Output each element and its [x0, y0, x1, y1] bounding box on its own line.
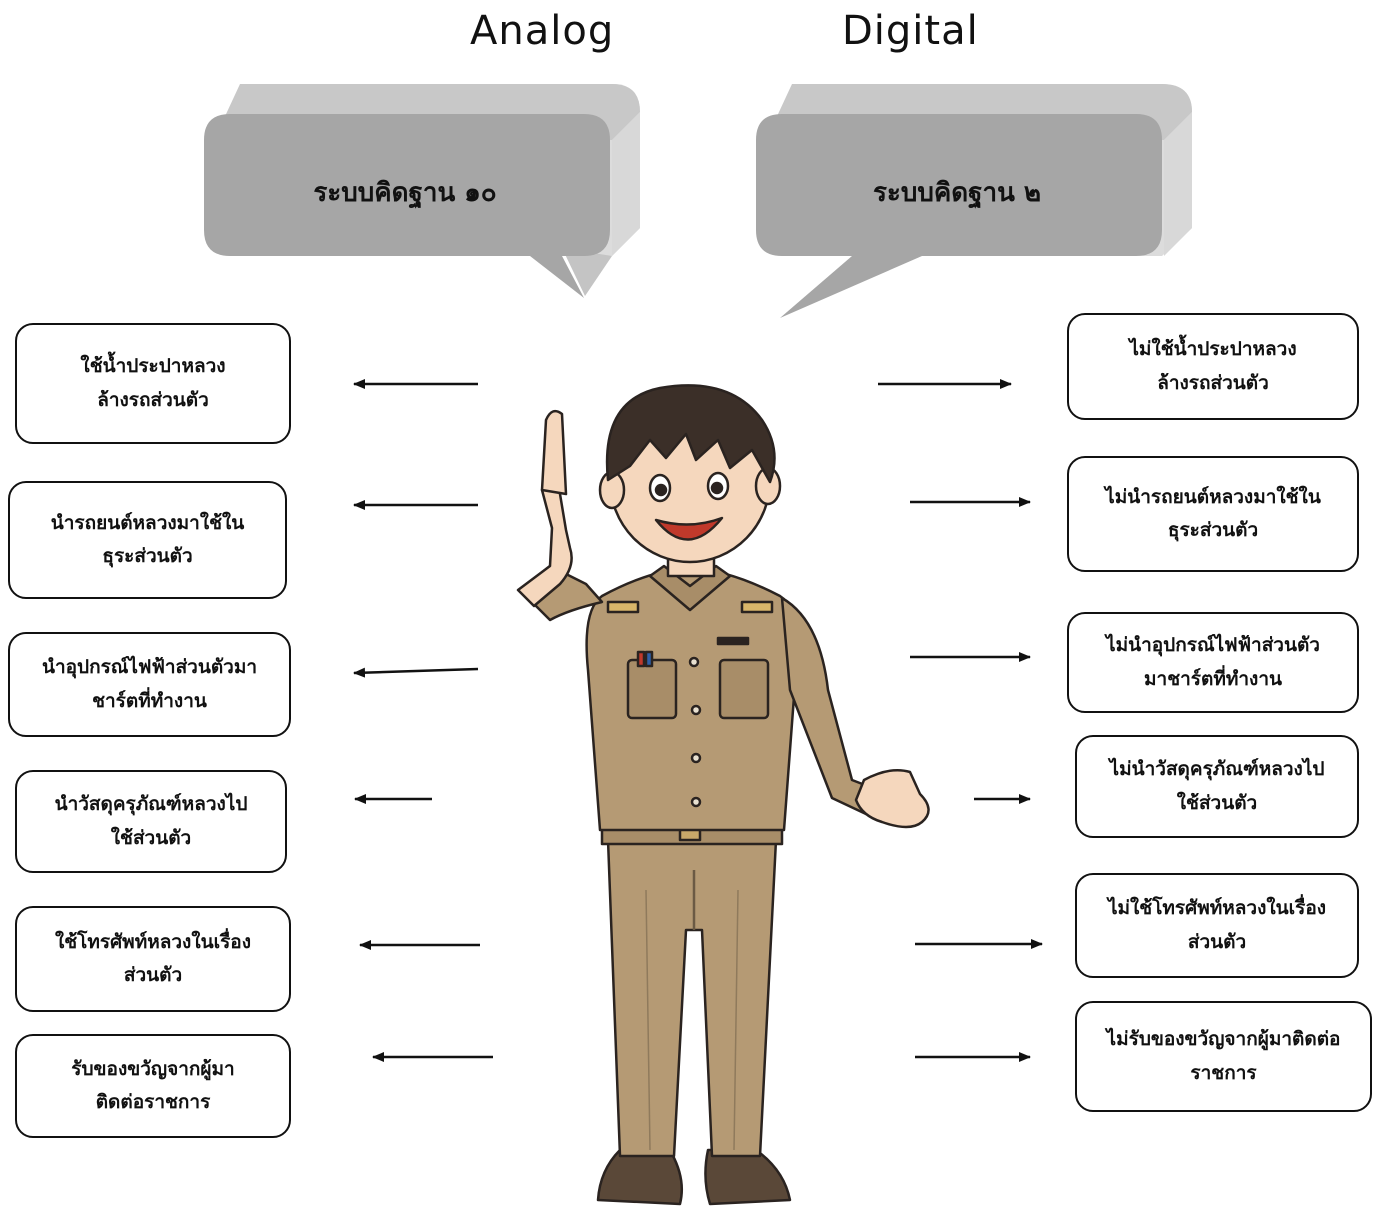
digital-item-line1: ไม่ใช้โทรศัพท์หลวงในเรื่อง [1107, 897, 1327, 920]
digital-item-line2: ล้างรถส่วนตัว [1157, 371, 1269, 394]
digital-item-box: ไม่ใช้น้ำประปาหลวง ล้างรถส่วนตัว [1067, 313, 1359, 420]
analog-heading: Analog [470, 8, 615, 54]
digital-item-line1: ไม่ใช้น้ำประปาหลวง [1129, 338, 1297, 361]
digital-item-line1: ไม่นำวัสดุครุภัณฑ์หลวงไป [1109, 758, 1325, 781]
digital-item-line1: ไม่นำรถยนต์หลวงมาใช้ใน [1105, 485, 1321, 508]
analog-bubble-label: ระบบคิดฐาน ๑๐ [313, 178, 497, 208]
analog-item-line2: ส่วนตัว [123, 964, 183, 986]
digital-item-line2: ส่วนตัว [1187, 930, 1247, 953]
digital-item-line2: มาชาร์ตที่ทำงาน [1144, 667, 1282, 690]
analog-item-line1: ใช้โทรศัพท์หลวงในเรื่อง [55, 930, 251, 953]
analog-item-line2: ติดต่อราชการ [95, 1091, 211, 1113]
digital-item-line1: ไม่รับของขวัญจากผู้มาติดต่อ [1106, 1028, 1341, 1051]
analog-item-line1: ใช้น้ำประปาหลวง [80, 355, 226, 378]
analog-item-line2: ใช้ส่วนตัว [110, 826, 192, 849]
digital-item-line2: ใช้ส่วนตัว [1176, 791, 1258, 814]
analog-item-box: นำรถยนต์หลวงมาใช้ใน ธุระส่วนตัว [8, 481, 287, 599]
analog-item-line1: นำวัสดุครุภัณฑ์หลวงไป [54, 793, 248, 816]
digital-item-box: ไม่นำอุปกรณ์ไฟฟ้าส่วนตัว มาชาร์ตที่ทำงาน [1067, 612, 1359, 713]
analog-item-line1: นำอุปกรณ์ไฟฟ้าส่วนตัวมา [41, 656, 258, 679]
digital-item-line1: ไม่นำอุปกรณ์ไฟฟ้าส่วนตัว [1106, 634, 1320, 657]
analog-speech-bubble: ระบบคิดฐาน ๑๐ [200, 78, 650, 308]
digital-item-line2: ธุระส่วนตัว [1167, 519, 1259, 541]
analog-item-box: ใช้โทรศัพท์หลวงในเรื่อง ส่วนตัว [15, 906, 291, 1012]
analog-item-line2: ล้างรถส่วนตัว [97, 388, 209, 411]
digital-item-line2: ราชการ [1190, 1061, 1257, 1084]
analog-item-line2: ธุระส่วนตัว [102, 545, 193, 567]
left-arrow [353, 667, 479, 678]
digital-bubble-label: ระบบคิดฐาน ๒ [872, 178, 1042, 208]
analog-item-box: รับของขวัญจากผู้มา ติดต่อราชการ [15, 1034, 291, 1138]
analog-item-line2: ชาร์ตที่ทำงาน [92, 689, 207, 712]
analog-item-line1: นำรถยนต์หลวงมาใช้ใน [50, 511, 245, 534]
digital-speech-bubble: ระบบคิดฐาน ๒ [752, 78, 1202, 328]
digital-heading: Digital [842, 8, 979, 54]
analog-item-line1: รับของขวัญจากผู้มา [71, 1057, 235, 1080]
digital-item-box: ไม่รับของขวัญจากผู้มาติดต่อ ราชการ [1075, 1001, 1372, 1112]
digital-item-box: ไม่นำวัสดุครุภัณฑ์หลวงไป ใช้ส่วนตัว [1075, 735, 1359, 838]
officer-illustration [516, 384, 930, 1206]
digital-item-box: ไม่นำรถยนต์หลวงมาใช้ใน ธุระส่วนตัว [1067, 456, 1359, 572]
analog-item-box: นำวัสดุครุภัณฑ์หลวงไป ใช้ส่วนตัว [15, 770, 287, 873]
digital-item-box: ไม่ใช้โทรศัพท์หลวงในเรื่อง ส่วนตัว [1075, 873, 1359, 978]
analog-item-box: นำอุปกรณ์ไฟฟ้าส่วนตัวมา ชาร์ตที่ทำงาน [8, 632, 291, 737]
analog-item-box: ใช้น้ำประปาหลวง ล้างรถส่วนตัว [15, 323, 291, 444]
